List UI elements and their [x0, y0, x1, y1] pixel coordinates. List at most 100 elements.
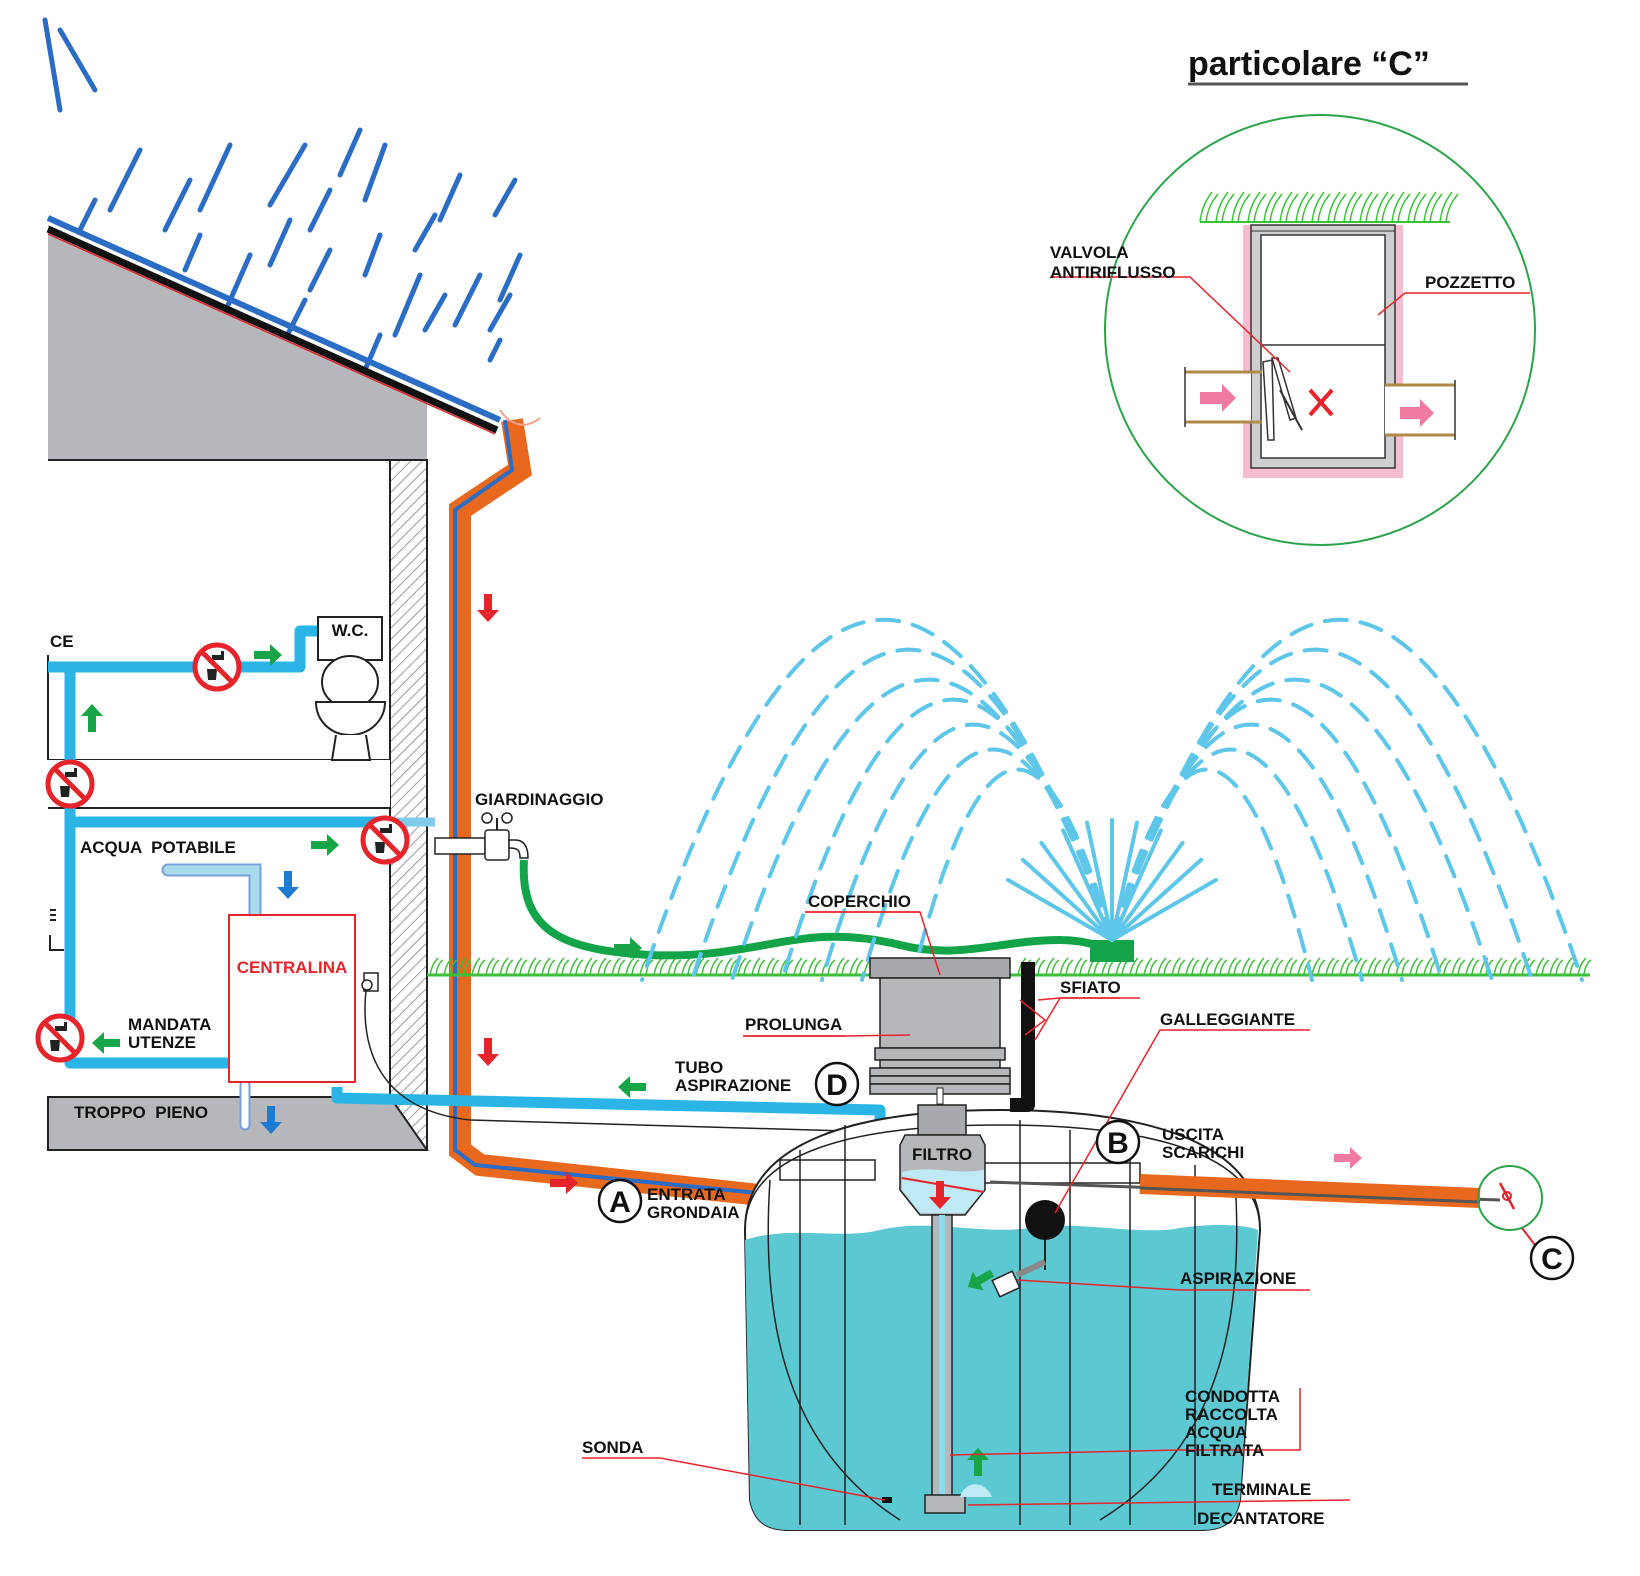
spray-arc-left	[690, 647, 1114, 982]
house	[46, 215, 502, 1151]
grass-tuft	[1409, 957, 1424, 976]
grass-tuft	[1359, 191, 1379, 223]
grass-tuft	[1215, 191, 1235, 223]
grass-tuft	[527, 957, 542, 976]
grass-tuft	[1339, 957, 1354, 976]
sprinkler-spray	[640, 618, 1584, 982]
grass-tuft	[1437, 957, 1452, 976]
grass-tuft	[1073, 957, 1088, 976]
rain-drop	[487, 337, 503, 363]
spray-arc-right	[1110, 697, 1444, 982]
rain-drop	[362, 142, 388, 203]
grass-tuft	[1269, 957, 1284, 976]
non-potable-icon	[363, 818, 407, 862]
condotta-label-1: CONDOTTA	[1185, 1387, 1280, 1406]
grass-tuft	[1343, 191, 1363, 223]
grass-tuft	[849, 957, 864, 976]
grass-tuft	[1311, 191, 1331, 223]
spray-arc-left	[910, 767, 1114, 982]
grass-tuft	[1241, 957, 1256, 976]
flow-arrow-icon	[477, 594, 499, 622]
rain-drops	[42, 17, 523, 373]
grass-tuft	[1255, 957, 1270, 976]
grass-tuft	[1227, 957, 1242, 976]
valve-label-2: ANTIRIFLUSSO	[1050, 263, 1176, 282]
grass-tuft	[1507, 957, 1522, 976]
grass-tuft	[513, 957, 528, 976]
rain-drop	[42, 17, 63, 113]
grass-tuft	[583, 957, 598, 976]
terminale-decantatore	[924, 1494, 966, 1514]
grass-tuft	[1535, 957, 1550, 976]
spray-jet	[1110, 820, 1139, 942]
grass-tuft	[1231, 191, 1251, 223]
grass-tuft	[485, 957, 500, 976]
rain-drop	[392, 272, 423, 338]
roof-black-line	[46, 225, 499, 434]
uscita-scarichi-label-1: USCITA	[1162, 1125, 1224, 1144]
uscita-scarichi-pipe	[1139, 1174, 1481, 1208]
spray-arc-right	[1110, 722, 1404, 982]
grass-tuft	[1247, 191, 1267, 223]
sonda-probe	[882, 1497, 892, 1503]
centralina-label: CENTRALINA	[237, 958, 348, 977]
grass-tuft	[1185, 957, 1200, 976]
overflow-label: TROPPO PIENO	[74, 1103, 208, 1122]
grass-tuft	[793, 957, 808, 976]
rain-drop	[362, 232, 383, 278]
tank	[743, 1108, 1501, 1531]
garden-hose	[519, 859, 1122, 960]
rain-drop	[267, 217, 293, 268]
galleggiante-float	[1025, 1200, 1065, 1240]
arrow-shape	[967, 1269, 995, 1291]
flow-arrow-pink-icon	[1200, 384, 1236, 412]
svg-text:B: B	[1107, 1127, 1129, 1160]
flow-arrow-icon	[967, 1269, 995, 1291]
grass-tuft	[1407, 191, 1427, 223]
grass-tuft	[1465, 957, 1480, 976]
riser	[869, 957, 1011, 1105]
non-potable-icon	[48, 762, 92, 806]
grass-tuft	[737, 957, 752, 976]
rain-drop	[412, 212, 438, 253]
arrow-shape	[477, 594, 499, 622]
flow-arrow-icon	[477, 1038, 499, 1066]
entrata-grondaia-label-2: GRONDAIA	[647, 1203, 740, 1222]
spray-jet	[1110, 840, 1185, 942]
non-potable-icon	[38, 1016, 82, 1060]
downpipe	[449, 409, 901, 1209]
arrow-shape	[81, 704, 103, 732]
rain-drop	[77, 197, 98, 233]
aspirazione-label: ASPIRAZIONE	[1180, 1269, 1296, 1288]
rain-drop	[337, 127, 363, 178]
grass-tuft	[1395, 957, 1410, 976]
condotta-label-2: RACCOLTA	[1185, 1405, 1278, 1424]
grass-tuft	[1171, 957, 1186, 976]
arrow-shape	[254, 644, 282, 666]
grass-tuft	[597, 957, 612, 976]
grass-tuft	[499, 957, 514, 976]
supply-label-2: UTENZE	[128, 1033, 196, 1052]
non-potable-icon	[195, 645, 239, 689]
grass-tuft	[1295, 191, 1315, 223]
grass-tuft	[457, 957, 472, 976]
terminale-label-1: TERMINALE	[1212, 1480, 1311, 1499]
rain-drop	[487, 292, 513, 333]
entrata-grondaia-label-1: ENTRATA	[647, 1185, 726, 1204]
spray-arc-right	[1110, 647, 1534, 982]
grass-tuft	[667, 957, 682, 976]
attic	[48, 225, 427, 460]
grass-tuft	[1493, 957, 1508, 976]
grass-tuft	[1213, 957, 1228, 976]
rain-drop	[362, 332, 383, 373]
garden-tap-label: GIARDINAGGIO	[475, 790, 603, 809]
spray-jet	[1061, 828, 1114, 942]
rain-drop	[452, 272, 483, 328]
rain-drop	[267, 142, 308, 208]
supply-label-1: MANDATA	[128, 1015, 211, 1034]
valve-label-1: VALVOLA	[1050, 243, 1129, 262]
wc-tank	[317, 616, 383, 661]
grass-tuft	[1199, 957, 1214, 976]
spray-jet	[1006, 878, 1114, 942]
grass-tuft	[1381, 957, 1396, 976]
